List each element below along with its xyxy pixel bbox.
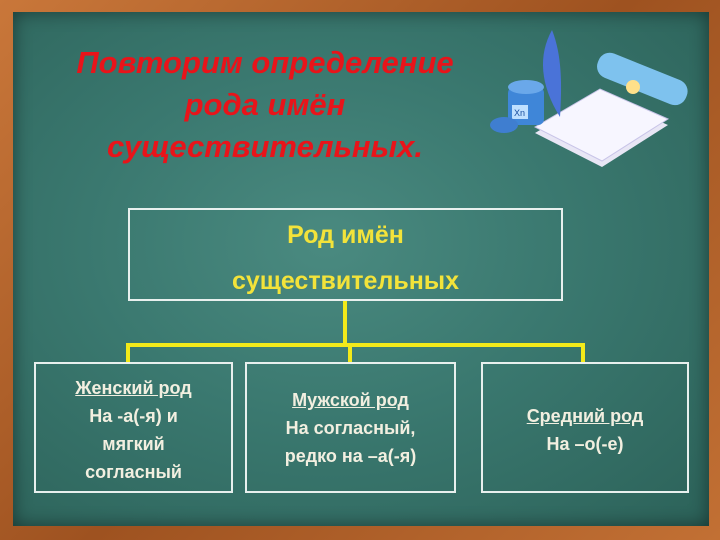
box-heading: Средний род	[526, 406, 644, 426]
feminine-gender-box: Женский род На -а(-я) и мягкий согласный	[34, 362, 233, 493]
box-line: На -а(-я) и	[89, 406, 178, 426]
root-line: существительных	[231, 267, 460, 295]
title-line: существительных.	[107, 129, 423, 164]
connector-line	[126, 343, 130, 363]
slide-title: Повторим определение рода имён существит…	[30, 42, 500, 168]
connector-line	[126, 343, 585, 347]
quill-paper-scroll-illustration: Xn	[490, 30, 688, 167]
box-line: согласный	[85, 462, 182, 482]
box-heading: Мужской род	[292, 390, 409, 410]
root-line: Род имён	[287, 221, 404, 249]
box-line: На –о(-е)	[546, 434, 624, 454]
title-line: рода имён	[184, 87, 346, 122]
gender-root-box: Род имён существительных	[128, 208, 563, 301]
connector-line	[581, 343, 585, 363]
title-line: Повторим определение	[76, 45, 454, 80]
connector-line	[343, 301, 347, 346]
svg-text:Xn: Xn	[514, 108, 525, 118]
box-line: редко на –а(-я)	[284, 446, 417, 466]
box-heading: Женский род	[75, 378, 192, 398]
masculine-gender-box: Мужской род На согласный, редко на –а(-я…	[245, 362, 456, 493]
connector-line	[348, 343, 352, 363]
neuter-gender-box: Средний род На –о(-е)	[481, 362, 689, 493]
box-line: На согласный,	[285, 418, 416, 438]
box-line: мягкий	[102, 434, 165, 454]
